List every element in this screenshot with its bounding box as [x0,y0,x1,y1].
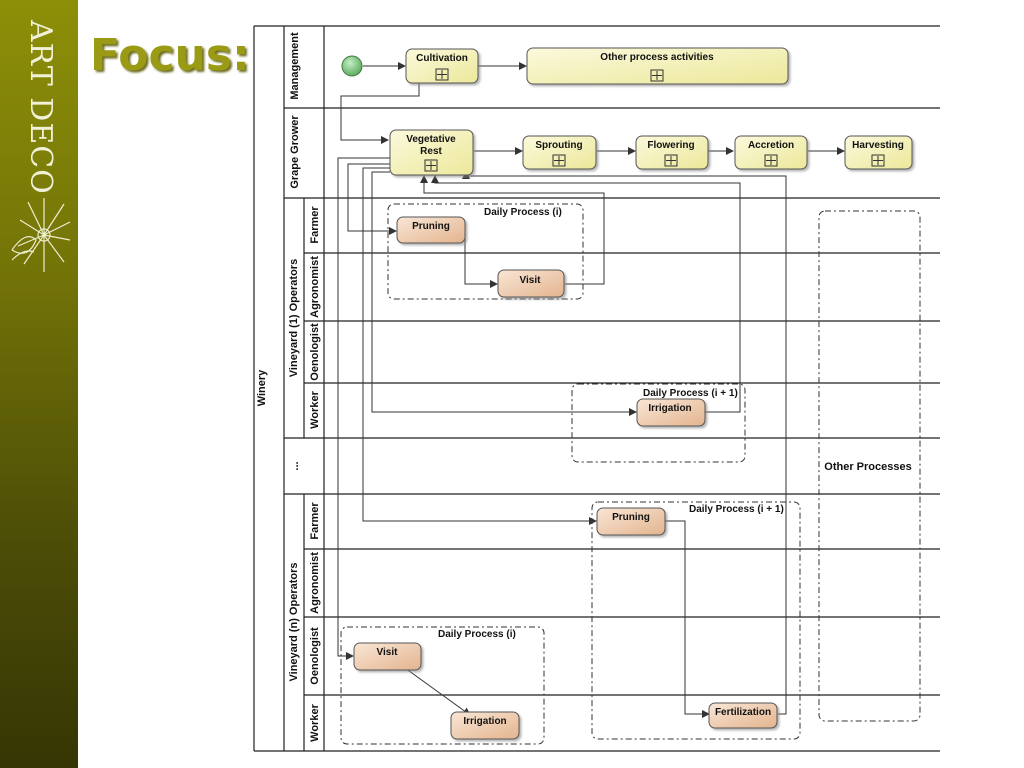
subprocess-label-vegetative: Vegetative [406,134,456,145]
subprocess-label-flowering: Flowering [647,140,694,151]
start-event-icon[interactable] [341,55,363,77]
sublane-worker-n: Worker [309,703,321,741]
slide-title: Focus: [90,30,250,81]
pool-structure [253,25,940,752]
sublane-agronomist-1: Agronomist [309,256,321,318]
task-visit-1[interactable]: Visit [497,269,565,298]
subprocess-vegetative-rest[interactable]: Vegetative Rest [389,129,474,176]
subprocess-other-activities[interactable]: Other process activities [526,47,789,85]
group-label-1a: Daily Process (i) [484,207,562,218]
lane-label-vineyard-n: Vineyard (n) Operators [288,563,300,682]
subprocess-label-sprouting: Sprouting [535,140,582,151]
task-pruning-1[interactable]: Pruning [396,216,466,244]
subprocess-label-cultivation: Cultivation [416,53,468,64]
sublane-farmer-1: Farmer [309,206,321,244]
subprocess-harvesting[interactable]: Harvesting [844,135,913,170]
group-boxes [340,203,921,745]
task-irrigation-n[interactable]: Irrigation [450,711,520,740]
expand-plus-icon [424,159,438,172]
pool-label-winery: Winery [256,369,268,406]
subprocess-label-other-activities: Other process activities [600,52,714,63]
sunburst-icon [11,198,71,272]
expand-plus-icon [664,154,678,167]
subprocess-sprouting[interactable]: Sprouting [522,135,597,170]
sublane-oenologist-n: Oenologist [309,627,321,685]
task-visit-n[interactable]: Visit [353,642,422,671]
brand-logo: ART DECO [6,10,72,272]
group-daily-process-na [591,501,801,740]
task-pruning-n[interactable]: Pruning [596,507,666,536]
expand-plus-icon [871,154,885,167]
sublane-worker-1: Worker [309,390,321,428]
lane-label-management: Management [289,32,301,100]
task-label-visit-1: Visit [520,275,542,286]
task-label-pruning-n: Pruning [612,512,650,523]
task-irrigation-1[interactable]: Irrigation [636,398,706,427]
task-label-pruning-1: Pruning [412,221,450,232]
subprocess-label-rest: Rest [420,146,442,157]
expand-plus-icon [435,68,449,81]
subprocess-label-harvesting: Harvesting [852,140,904,151]
lane-label-vineyard-1: Vineyard (1) Operators [288,259,300,377]
lane-label-ellipsis: ... [289,461,301,470]
group-label-1b: Daily Process (i + 1) [643,388,738,399]
group-daily-process-nb [340,626,545,745]
sublane-farmer-n: Farmer [309,502,321,540]
sublane-agronomist-n: Agronomist [309,552,321,614]
group-label-other: Other Processes [824,461,911,473]
group-daily-process-1a [387,203,584,300]
subprocess-label-accretion: Accretion [748,140,794,151]
task-label-irrigation-n: Irrigation [463,716,506,727]
group-label-na: Daily Process (i + 1) [689,504,784,515]
expand-plus-icon [552,154,566,167]
subprocess-flowering[interactable]: Flowering [635,135,709,170]
task-label-visit-n: Visit [377,647,399,658]
subprocess-cultivation[interactable]: Cultivation [405,48,479,84]
task-fertilization-n[interactable]: Fertilization [708,702,778,729]
expand-plus-icon [650,69,664,82]
sublane-oenologist-1: Oenologist [309,323,321,381]
sidebar-band: ART DECO [0,0,78,768]
task-label-fertilization-n: Fertilization [715,707,771,718]
group-other-processes [818,210,921,722]
group-label-nb: Daily Process (i) [438,629,516,640]
group-daily-process-1b [571,383,746,463]
lane-label-grape-grower: Grape Grower [289,115,301,189]
expand-plus-icon [764,154,778,167]
subprocess-accretion[interactable]: Accretion [734,135,808,170]
task-label-irrigation-1: Irrigation [648,403,691,414]
